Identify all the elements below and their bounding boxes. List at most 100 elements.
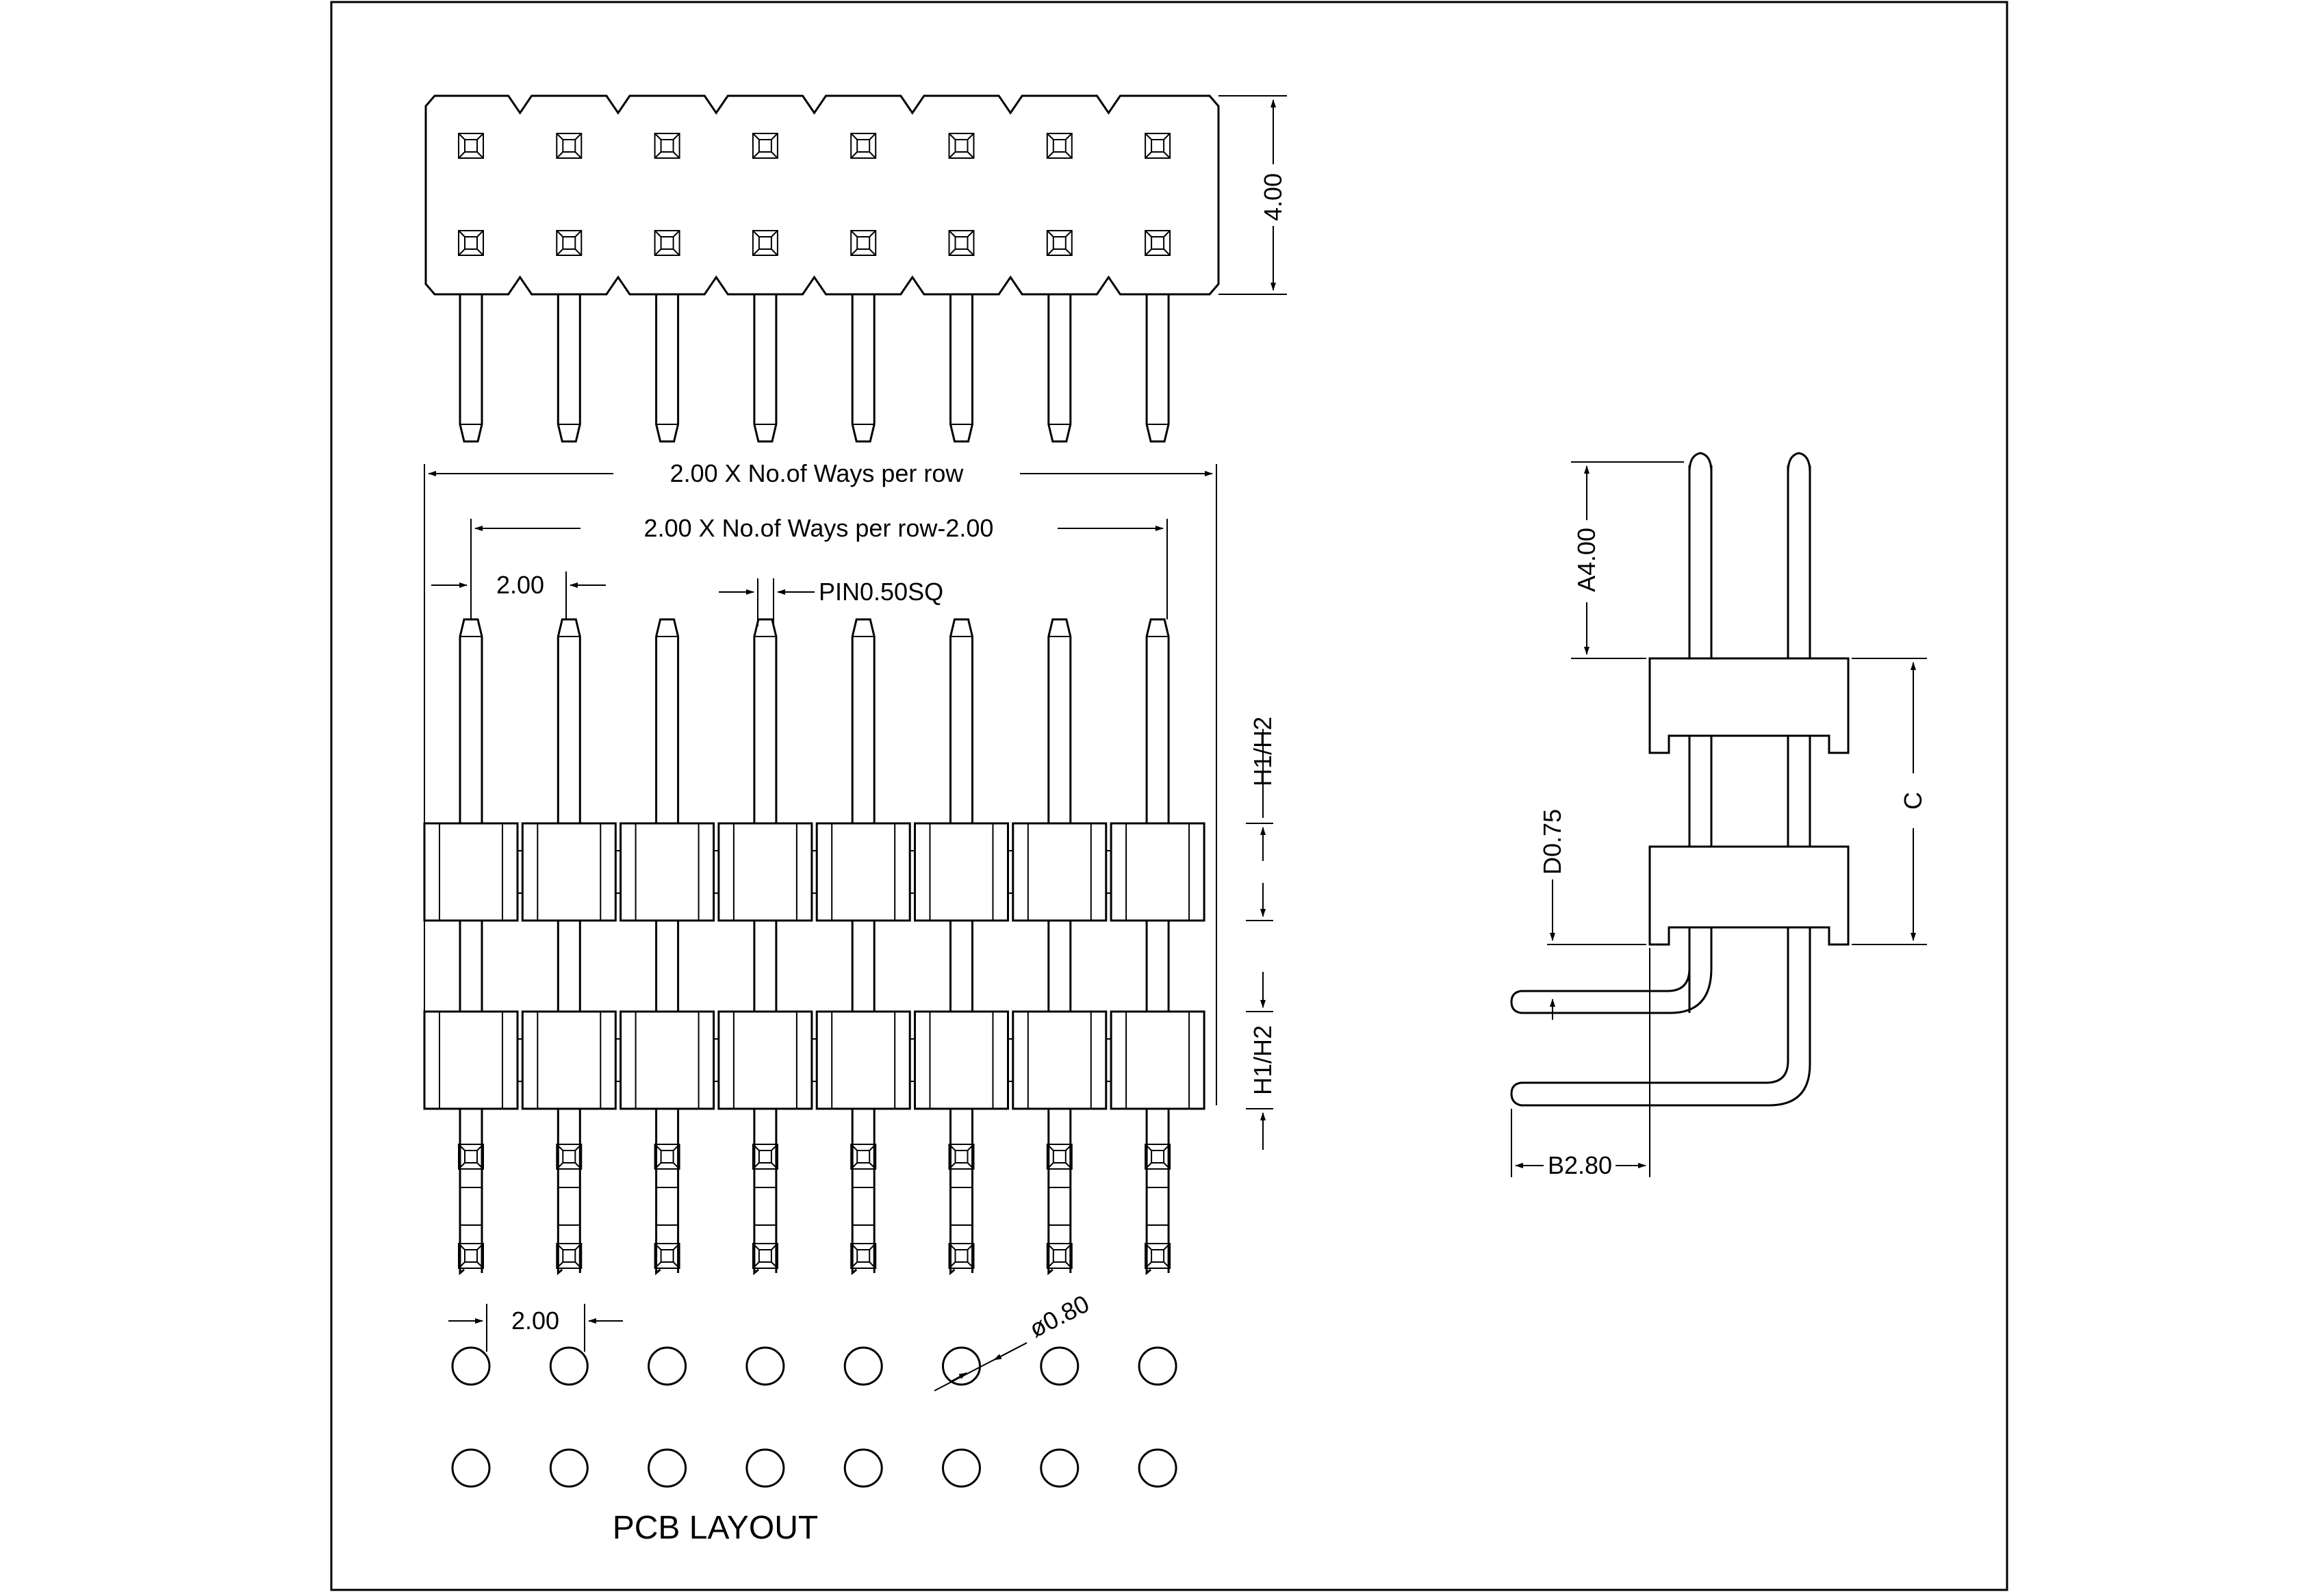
side-b-dim: B2.80 <box>1548 1151 1612 1179</box>
pin-square-icon <box>850 133 877 159</box>
insulator-block <box>815 822 917 922</box>
pin-bottom <box>948 1109 975 1276</box>
pcb-hole <box>745 1346 785 1386</box>
front-insulator-blocks <box>423 822 1205 1110</box>
pin-bottom <box>1046 1109 1073 1276</box>
pin-square-icon <box>850 230 877 256</box>
pin-square-icon <box>948 1144 975 1170</box>
pcb-holes <box>451 1346 1177 1488</box>
hole-diameter-dim: ø0.80 <box>1025 1289 1094 1343</box>
top-pin-squares <box>458 133 1171 256</box>
front-pin <box>753 618 778 1012</box>
pin-square-icon <box>752 133 778 159</box>
insulator-block <box>914 1010 1014 1110</box>
front-pin <box>557 618 581 1012</box>
pin-square-icon <box>1046 133 1073 159</box>
pcb-hole <box>1040 1346 1080 1386</box>
pin-square-icon <box>654 1144 680 1170</box>
pitch-dim: 2.00 <box>496 571 544 599</box>
insulator-block <box>521 822 622 922</box>
front-pin <box>655 618 680 1012</box>
side-a-dim: A4.00 <box>1572 528 1600 592</box>
side-view: A4.00 C D0.75 B2.80 <box>1510 452 1927 1179</box>
side-pin-right <box>1527 465 1811 1107</box>
drawing-frame <box>330 1 2008 1591</box>
pin-tail <box>459 294 483 443</box>
pcb-hole <box>843 1346 883 1386</box>
pin-bottom <box>458 1109 484 1276</box>
pin-square-icon <box>556 133 583 159</box>
insulator-block <box>1110 822 1205 922</box>
pin-tail <box>557 294 581 443</box>
insulator-block <box>1110 1010 1205 1110</box>
insulator-block <box>620 1010 720 1110</box>
pcb-hole <box>745 1448 785 1488</box>
pin-square-icon <box>556 1144 583 1170</box>
pin-square-icon <box>850 1144 877 1170</box>
pin-square-icon <box>458 133 484 159</box>
pin-square-icon <box>654 133 680 159</box>
pin-square-icon <box>1046 230 1073 256</box>
pin-tail <box>949 294 973 443</box>
pin-size-dim: PIN0.50SQ <box>819 578 943 606</box>
pin-tail <box>1047 294 1072 443</box>
pin-square-icon <box>1145 1243 1171 1269</box>
pin-square-icon <box>1145 230 1171 256</box>
insulator-block <box>521 1010 622 1110</box>
overall-length-dim: 2.00 X No.of Ways per row <box>670 459 965 487</box>
front-pin <box>949 618 973 1012</box>
side-pin-left <box>1527 465 1713 1014</box>
front-view: 2.00 X No.of Ways per row 2.00 X No.of W… <box>423 459 1277 1276</box>
insulator-block <box>815 1010 917 1110</box>
pcb-hole <box>1040 1448 1080 1488</box>
insulator-block <box>620 822 720 922</box>
pin-square-icon <box>752 1243 778 1269</box>
pin-square-icon <box>654 1243 680 1269</box>
pcb-hole <box>549 1448 589 1488</box>
front-pin <box>1047 618 1072 1012</box>
insulator-block <box>1012 1010 1112 1110</box>
top-housing-outline <box>424 94 1220 296</box>
pin-square-icon <box>458 1243 484 1269</box>
pcb-hole <box>451 1346 491 1386</box>
pcb-hole <box>1138 1448 1177 1488</box>
pin-tail <box>753 294 778 443</box>
pin-square-icon <box>1046 1243 1073 1269</box>
front-pin <box>1145 618 1170 1012</box>
pin-square-icon <box>1046 1144 1073 1170</box>
body-height-dim: 4.00 <box>1259 173 1287 221</box>
pin-bottom <box>752 1109 778 1276</box>
insulator-block <box>717 1010 818 1110</box>
pcb-layout: 2.00 ø0.80 PCB LAYOUT <box>448 1289 1177 1546</box>
front-pins <box>459 618 1170 1012</box>
pin-square-icon <box>948 230 975 256</box>
pcb-hole <box>648 1346 687 1386</box>
insulator-block <box>717 822 818 922</box>
pcb-hole <box>942 1448 981 1488</box>
pcb-layout-label: PCB LAYOUT <box>613 1510 819 1546</box>
pcb-hole <box>451 1448 491 1488</box>
pcb-hole <box>1138 1346 1177 1386</box>
pin-tail <box>851 294 876 443</box>
pin-square-icon <box>1145 1144 1171 1170</box>
pin-square-icon <box>1145 133 1171 159</box>
pin-bottom <box>556 1109 583 1276</box>
side-lower-insulator <box>1648 845 1850 946</box>
insulator-block <box>423 1010 524 1110</box>
pin-square-icon <box>556 1243 583 1269</box>
insulator-block <box>423 822 524 922</box>
top-view: 4.00 <box>424 94 1287 443</box>
pin-square-icon <box>556 230 583 256</box>
pin-square-icon <box>752 230 778 256</box>
lower-height-dim: H1/H2 <box>1249 1025 1277 1095</box>
pcb-hole <box>648 1448 687 1488</box>
pin-square-icon <box>752 1144 778 1170</box>
upper-height-dim: H1/H2 <box>1249 717 1277 786</box>
pin-square-icon <box>850 1243 877 1269</box>
pin-square-icon <box>948 1243 975 1269</box>
pin-bottom <box>654 1109 680 1276</box>
pin-square-icon <box>948 133 975 159</box>
pin-square-icon <box>458 230 484 256</box>
pin-square-icon <box>458 1144 484 1170</box>
layout-pitch-dim: 2.00 <box>511 1307 559 1335</box>
